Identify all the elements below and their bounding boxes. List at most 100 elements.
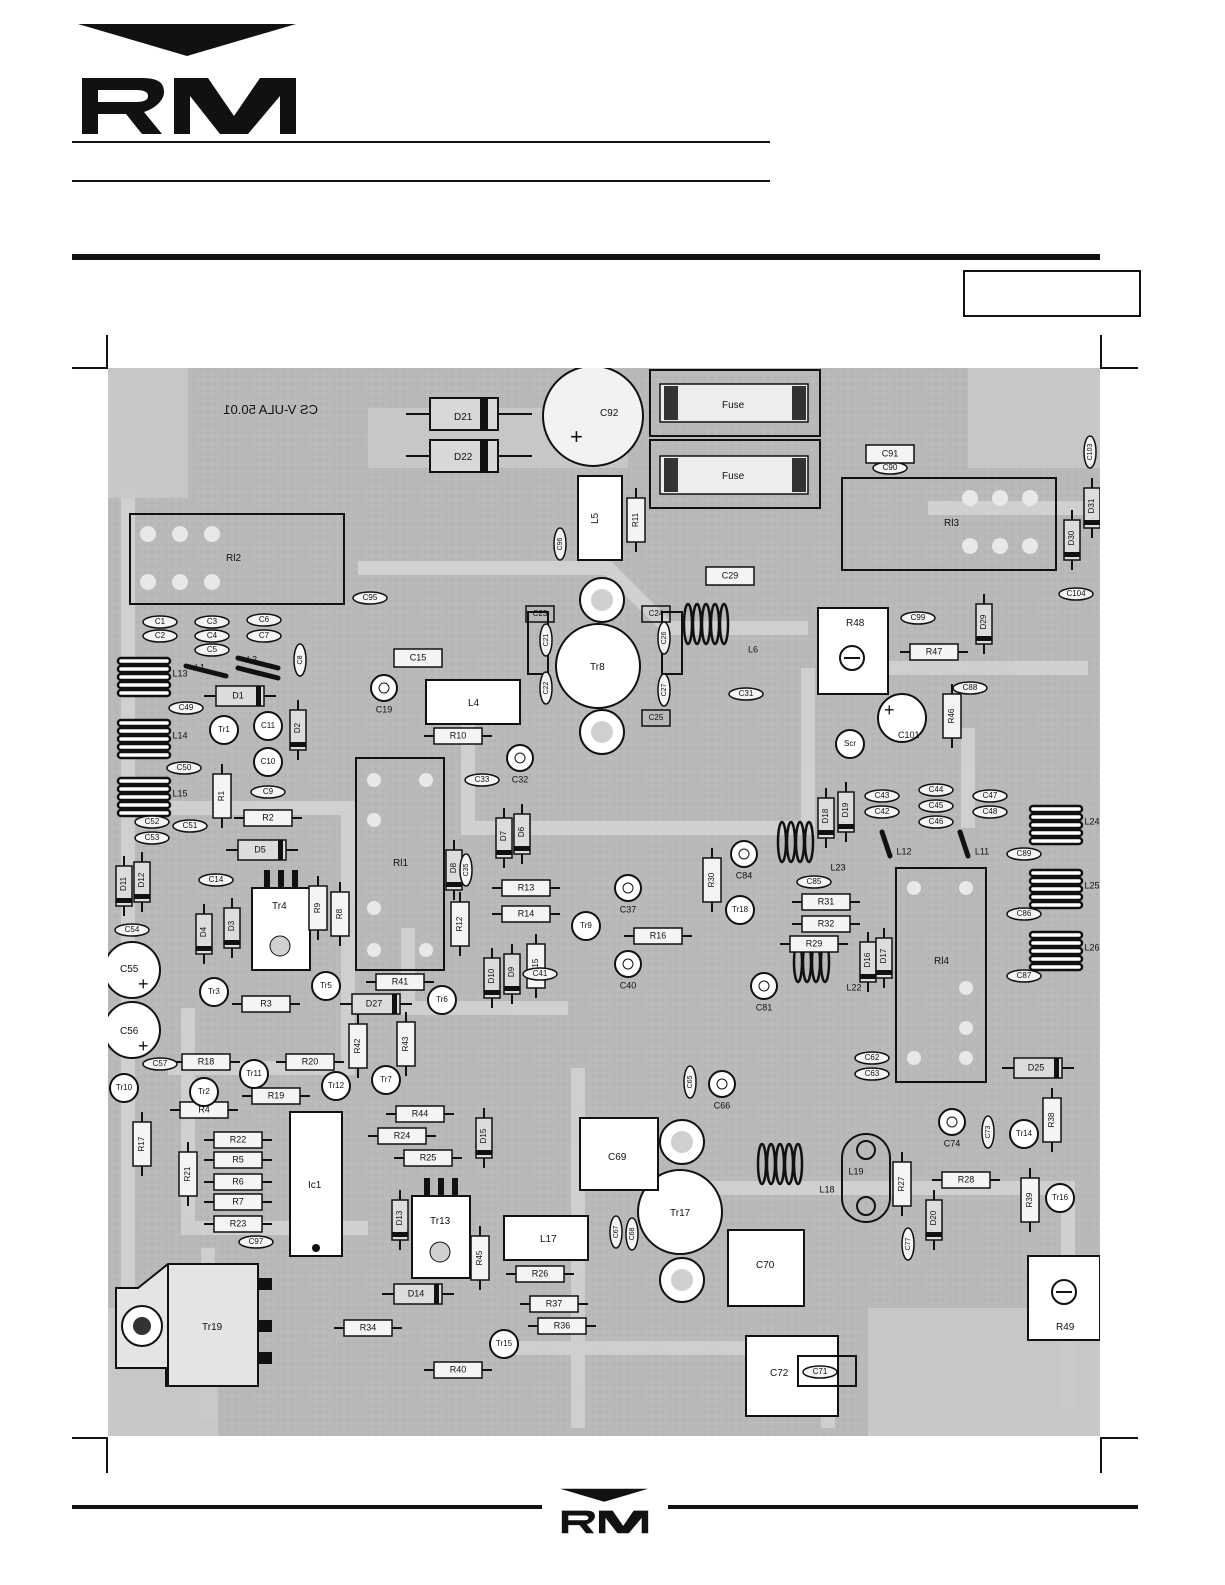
diode-d31: D31 (1083, 478, 1100, 538)
capacitor-c97: C97 (238, 1235, 274, 1249)
svg-text:C11: C11 (261, 721, 276, 730)
svg-text:L5: L5 (590, 512, 601, 524)
svg-text:C96: C96 (557, 537, 564, 550)
crop-mark-tl-h (72, 367, 108, 369)
diode-d10: D10 (483, 948, 501, 1008)
svg-text:C101: C101 (898, 730, 920, 740)
svg-text:C53: C53 (145, 833, 160, 842)
inductor-l14: L14 (116, 718, 188, 760)
svg-text:C52: C52 (145, 817, 160, 826)
inductor-l5: L5 (577, 475, 623, 561)
svg-text:C2: C2 (155, 631, 166, 640)
svg-text:R44: R44 (412, 1108, 429, 1118)
svg-text:C33: C33 (475, 775, 490, 784)
diode-d16: D16 (859, 932, 877, 992)
svg-text:D6: D6 (517, 826, 526, 837)
svg-text:D1: D1 (232, 690, 244, 700)
transistor-tr16: Tr16 (1045, 1183, 1075, 1213)
capacitor-c23: C23 (525, 605, 555, 623)
transistor-tr7: Tr7 (371, 1065, 401, 1095)
capacitor-c32: C32 (506, 744, 534, 784)
resistor-r38: R38 (1042, 1088, 1062, 1152)
svg-text:D7: D7 (499, 830, 508, 841)
svg-text:R37: R37 (546, 1298, 563, 1308)
capacitor-c54: C54 (114, 923, 150, 937)
capacitor-c74: C74 (938, 1108, 966, 1148)
fuse-1: Fuse (649, 369, 821, 437)
svg-text:C8: C8 (297, 655, 304, 664)
svg-text:C95: C95 (363, 593, 378, 602)
capacitor-c31: C31 (728, 687, 764, 701)
svg-text:L14: L14 (172, 730, 187, 740)
capacitor-c2: C2 (142, 629, 178, 643)
svg-text:L2: L2 (247, 654, 257, 664)
crop-mark-tr-h (1100, 367, 1138, 369)
capacitor-c92: C92 + (542, 368, 644, 467)
capacitor-c47: C47 (972, 789, 1008, 803)
capacitor-c6: C6 (246, 613, 282, 627)
svg-text:R39: R39 (1025, 1192, 1034, 1207)
svg-text:Tr11: Tr11 (246, 1069, 262, 1078)
relay-rl3-label: Rl3 (944, 518, 959, 529)
svg-text:D11: D11 (119, 876, 128, 891)
diode-d1: D1 (204, 685, 276, 707)
capacitor-c55: C55 + (108, 941, 161, 999)
svg-text:D17: D17 (879, 948, 888, 963)
diode-d27: D27 (340, 993, 412, 1015)
svg-text:D30: D30 (1067, 530, 1076, 545)
resistor-r36: R36 (528, 1317, 596, 1335)
capacitor-c57: C57 (142, 1057, 178, 1071)
inductor-l26: L26 (1028, 930, 1100, 972)
transistor-tr18: Tr18 (725, 895, 755, 925)
capacitor-c96: C96 (553, 527, 567, 561)
svg-text:C25: C25 (649, 713, 664, 722)
svg-text:R38: R38 (1047, 1112, 1056, 1127)
svg-text:C89: C89 (1017, 849, 1032, 858)
svg-text:C47: C47 (983, 791, 998, 800)
resistor-r47: R47 (900, 643, 968, 661)
svg-text:C56: C56 (120, 1026, 139, 1037)
svg-text:L26: L26 (1084, 942, 1099, 952)
capacitor-c3: C3 (194, 615, 230, 629)
diode-d18: D18 (817, 788, 835, 848)
inductor-l18: L18 (756, 1142, 835, 1194)
svg-text:R47: R47 (926, 646, 943, 656)
resistor-r20: R20 (276, 1053, 344, 1071)
inductor-l25: L25 (1028, 868, 1100, 910)
svg-text:Tr2: Tr2 (198, 1087, 210, 1096)
capacitor-c4: C4 (194, 629, 230, 643)
capacitor-c40: C40 (614, 950, 642, 990)
svg-text:C40: C40 (620, 980, 637, 990)
svg-text:Tr7: Tr7 (380, 1075, 392, 1084)
svg-text:C46: C46 (929, 817, 944, 826)
svg-text:C88: C88 (963, 683, 978, 692)
svg-text:C72: C72 (770, 1368, 789, 1379)
svg-text:C70: C70 (756, 1260, 775, 1271)
svg-text:Tr16: Tr16 (1052, 1193, 1069, 1202)
relay-rl2-label: Rl2 (226, 553, 241, 564)
diode-d19: D19 (837, 782, 855, 842)
diode-d4: D4 (195, 904, 213, 964)
resistor-r29: R29 (780, 935, 848, 953)
capacitor-c42: C42 (864, 805, 900, 819)
transistor-tr11: Tr11 (239, 1059, 269, 1089)
svg-text:L24: L24 (1084, 816, 1099, 826)
resistor-r22: R22 (204, 1131, 272, 1149)
svg-text:C74: C74 (944, 1138, 961, 1148)
diode-d9: D9 (503, 944, 521, 1004)
capacitor-c95: C95 (352, 591, 388, 605)
svg-text:C14: C14 (209, 875, 224, 884)
svg-text:C57: C57 (153, 1059, 168, 1068)
svg-text:R16: R16 (650, 930, 667, 940)
capacitor-c53: C53 (134, 831, 170, 845)
diode-d3: D3 (223, 898, 241, 958)
transistor-tr4: Tr4 (251, 870, 311, 971)
relay-rl3: Rl3 (841, 477, 1057, 571)
capacitor-c63: C63 (854, 1067, 890, 1081)
capacitor-c85: C85 (796, 875, 832, 889)
fuse-2: Fuse (649, 439, 821, 509)
capacitor-c70: C70 (727, 1229, 805, 1307)
capacitor-c14: C14 (198, 873, 234, 887)
svg-text:D22: D22 (454, 452, 473, 463)
svg-text:C54: C54 (125, 925, 140, 934)
